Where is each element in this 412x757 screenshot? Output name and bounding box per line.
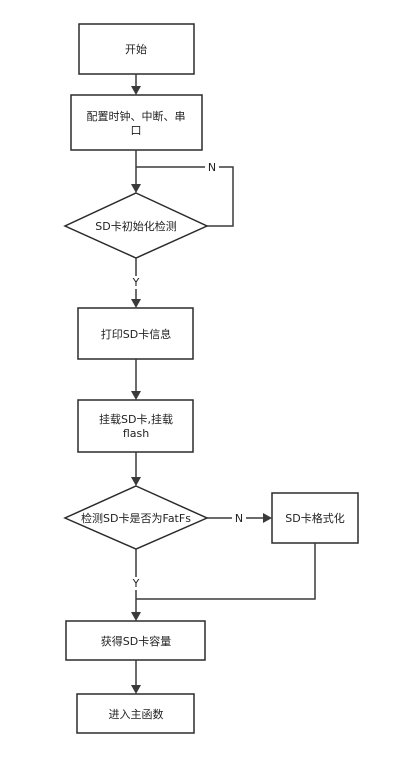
- edge-init-no-loop: [136, 166, 234, 227]
- enter-main-label: 进入主函数: [109, 708, 164, 721]
- init-no-label-bg: [205, 161, 219, 174]
- init-no-label: N: [208, 161, 216, 174]
- arrow-capacity-main: [131, 685, 141, 694]
- mount-label-line1: 挂载SD卡,挂载: [99, 412, 173, 426]
- capacity-label: 获得SD卡容量: [101, 634, 171, 648]
- arrow-start-config: [131, 86, 141, 95]
- fatfs-yes-label: Y: [132, 577, 140, 590]
- config-label-line1: 配置时钟、中断、串: [87, 109, 186, 123]
- config-label-line2: 口: [131, 124, 142, 137]
- config-box: [70, 94, 203, 151]
- arrow-mount-check: [131, 477, 141, 486]
- arrow-check-capacity: [131, 612, 141, 621]
- init-yes-label-bg: [129, 276, 143, 289]
- mount-label-line2: flash: [123, 427, 149, 440]
- sd-init-label: SD卡初始化检测: [95, 219, 176, 233]
- print-info-box: [77, 307, 194, 360]
- format-label: SD卡格式化: [285, 511, 344, 525]
- arrow-check-format: [263, 513, 272, 523]
- format-box: [271, 492, 359, 544]
- fatfs-yes-label-bg: [129, 577, 143, 590]
- enter-main-box: [76, 693, 195, 734]
- print-info-label: 打印SD卡信息: [101, 327, 171, 341]
- mount-box: [77, 399, 194, 453]
- edge-format-merge: [136, 543, 316, 600]
- fatfs-no-label-bg: [232, 511, 246, 524]
- start-box: [78, 23, 195, 75]
- start-label: 开始: [125, 42, 147, 56]
- arrow-config-init: [131, 184, 141, 193]
- capacity-box: [65, 620, 206, 661]
- fatfs-no-label: N: [235, 512, 243, 525]
- check-fatfs-label: 检测SD卡是否为FatFs: [81, 511, 191, 525]
- init-yes-label: Y: [132, 276, 140, 289]
- arrow-init-print: [131, 299, 141, 308]
- arrow-print-mount: [131, 391, 141, 400]
